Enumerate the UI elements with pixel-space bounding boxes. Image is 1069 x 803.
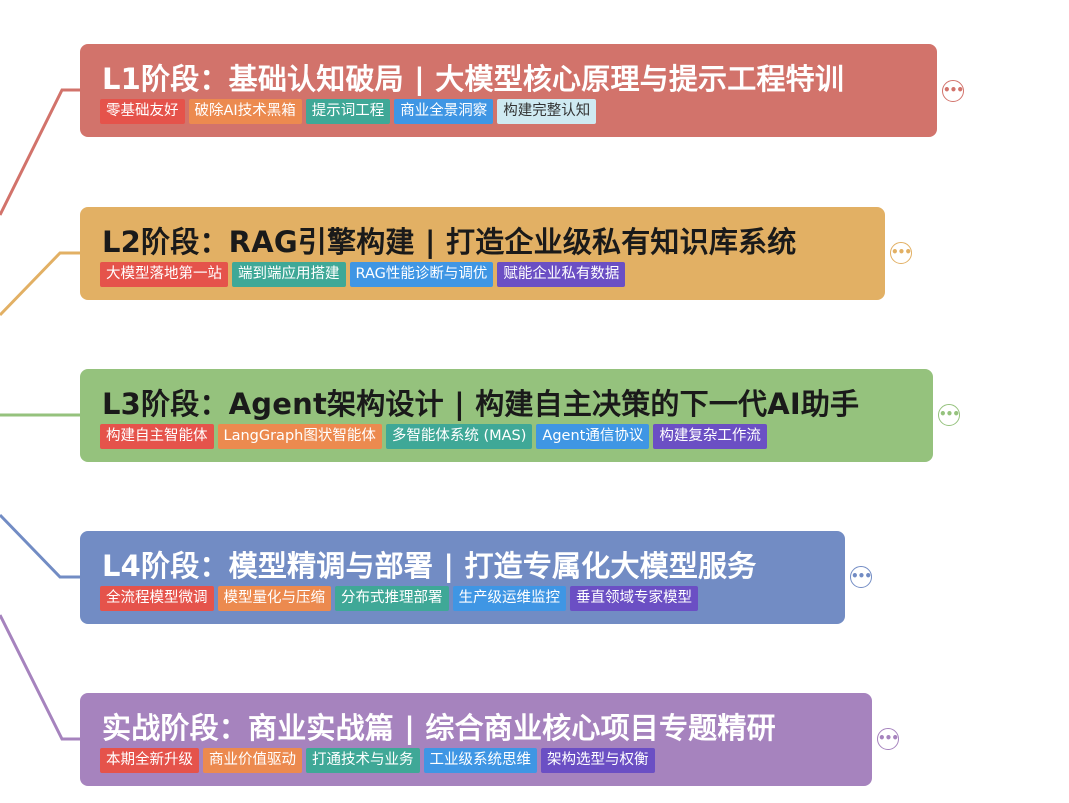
tag-list: 构建自主智能体 LangGraph图状智能体 多智能体系统 (MAS) Agen…: [100, 424, 767, 449]
stage-node-l2[interactable]: L2阶段：RAG引擎构建 | 打造企业级私有知识库系统 大模型落地第一站 端到端…: [80, 207, 885, 300]
tag: 零基础友好: [100, 99, 185, 124]
tag: 分布式推理部署: [335, 586, 449, 611]
tag-list: 全流程模型微调 模型量化与压缩 分布式推理部署 生产级运维监控 垂直领域专家模型: [100, 586, 698, 611]
tag: 架构选型与权衡: [541, 748, 655, 773]
tag: RAG性能诊断与调优: [349, 262, 494, 287]
tag: 构建复杂工作流: [653, 424, 767, 449]
stage-node-l1[interactable]: L1阶段：基础认知破局 | 大模型核心原理与提示工程特训 零基础友好 破除AI技…: [80, 44, 937, 137]
tag: 提示词工程: [305, 99, 391, 124]
stage-node-l3[interactable]: L3阶段：Agent架构设计 | 构建自主决策的下一代AI助手 构建自主智能体 …: [80, 369, 933, 462]
tag: 模型量化与压缩: [217, 586, 331, 611]
stage-title: L2阶段：RAG引擎构建 | 打造企业级私有知识库系统: [102, 225, 797, 259]
more-horizontal-icon[interactable]: •••: [938, 404, 960, 426]
tag: 大模型落地第一站: [100, 262, 228, 287]
stage-title: 实战阶段：商业实战篇 | 综合商业核心项目专题精研: [102, 711, 776, 745]
tag-list: 大模型落地第一站 端到端应用搭建 RAG性能诊断与调优 赋能企业私有数据: [100, 262, 626, 287]
stage-node-practice[interactable]: 实战阶段：商业实战篇 | 综合商业核心项目专题精研 本期全新升级 商业价值驱动 …: [80, 693, 872, 786]
tag: 构建自主智能体: [100, 424, 214, 449]
tag: 破除AI技术黑箱: [188, 99, 302, 124]
tag: 多智能体系统 (MAS): [385, 424, 533, 449]
more-horizontal-icon[interactable]: •••: [890, 242, 912, 264]
tag: 赋能企业私有数据: [497, 262, 626, 287]
tag: 端到端应用搭建: [232, 262, 346, 287]
tag-list: 零基础友好 破除AI技术黑箱 提示词工程 商业全景洞察 构建完整认知: [100, 99, 597, 124]
stage-title: L3阶段：Agent架构设计 | 构建自主决策的下一代AI助手: [102, 387, 860, 421]
tag: 全流程模型微调: [100, 586, 214, 611]
tag: 商业全景洞察: [394, 99, 494, 124]
stage-title: L1阶段：基础认知破局 | 大模型核心原理与提示工程特训: [102, 62, 845, 96]
tag: 生产级运维监控: [452, 586, 566, 611]
tag: 本期全新升级: [100, 748, 199, 773]
tag: 垂直领域专家模型: [570, 586, 698, 611]
tag: LangGraph图状智能体: [217, 424, 382, 449]
tag: 打通技术与业务: [306, 748, 420, 773]
stage-node-l4[interactable]: L4阶段：模型精调与部署 | 打造专属化大模型服务 全流程模型微调 模型量化与压…: [80, 531, 845, 624]
more-horizontal-icon[interactable]: •••: [877, 728, 899, 750]
tag: 工业级系统思维: [423, 748, 537, 773]
tag: 构建完整认知: [497, 99, 597, 124]
stage-title: L4阶段：模型精调与部署 | 打造专属化大模型服务: [102, 549, 757, 583]
tag: Agent通信协议: [536, 424, 650, 449]
tag-list: 本期全新升级 商业价值驱动 打通技术与业务 工业级系统思维 架构选型与权衡: [100, 748, 655, 773]
tag: 商业价值驱动: [203, 748, 302, 773]
more-horizontal-icon[interactable]: •••: [942, 80, 964, 102]
more-horizontal-icon[interactable]: •••: [850, 566, 872, 588]
